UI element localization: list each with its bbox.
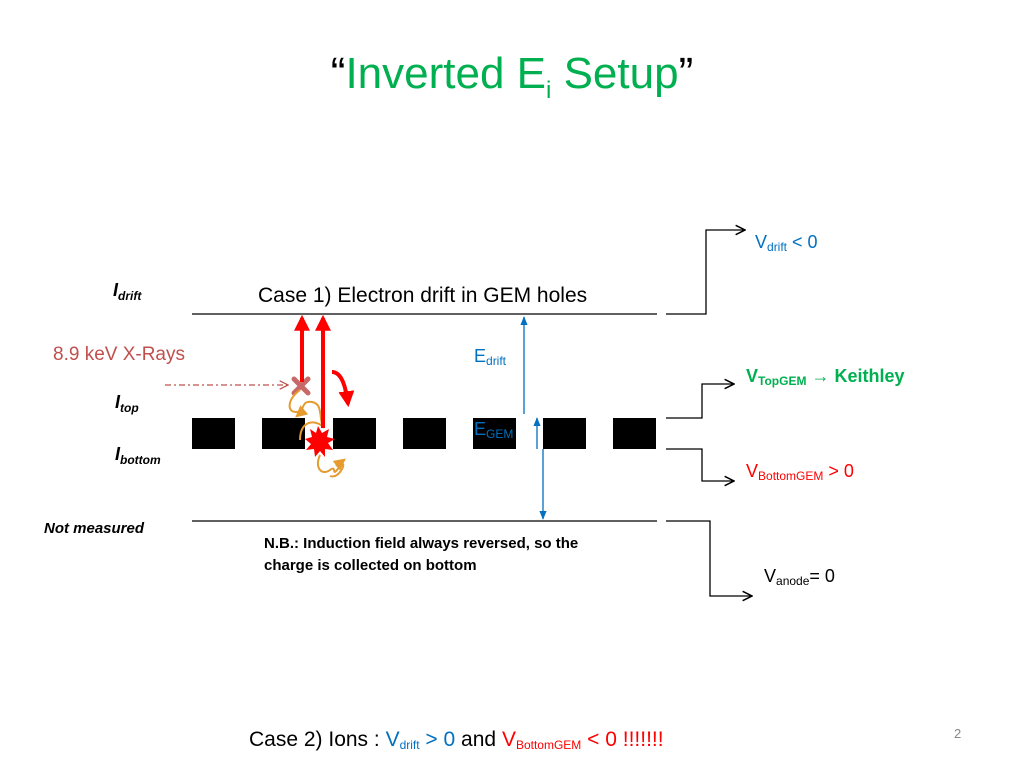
secondary-track-end [332, 458, 346, 471]
photoelectron-track-upper [288, 389, 325, 441]
v-bottomgem-label: VBottomGEM > 0 [746, 461, 854, 483]
avalanche-burst-icon [305, 426, 335, 457]
v-anode-label: Vanode= 0 [764, 566, 835, 588]
title-close-quote: ” [678, 49, 694, 98]
nb-line-1: N.B.: Induction field always reversed, s… [264, 535, 579, 552]
e-gem-label: EGEM [474, 419, 514, 441]
not-measured-label: Not measured [44, 520, 145, 537]
title-subscript: i [546, 77, 552, 104]
i-top-label: Itop [115, 392, 139, 415]
case1-label: Case 1) Electron drift in GEM holes [258, 284, 588, 307]
v-bottomgem-connector [666, 448, 734, 481]
v-drift-label: Vdrift < 0 [755, 232, 818, 254]
case2-v-bottomgem: VBottomGEM < 0 !!!!!!! [501, 728, 664, 752]
v-drift-connector [666, 230, 745, 315]
xray-label: 8.9 keV X-Rays [53, 344, 185, 365]
i-bottom-label: Ibottom [115, 444, 161, 467]
photoelectron-track-end [295, 405, 309, 418]
title-rest: Setup [551, 49, 679, 98]
title-main: Inverted E [345, 49, 546, 98]
case2-prefix: Case 2) Ions : [249, 728, 386, 751]
v-topgem-label: VTopGEM → Keithley [746, 366, 905, 388]
nb-note: N.B.: Induction field always reversed, s… [264, 533, 578, 577]
case2-footer: Case 2) Ions : Vdrift > 0 and VBottomGEM… [249, 728, 664, 752]
case2-v-drift: Vdrift > 0 [385, 728, 456, 752]
nb-line-2: charge is collected on bottom [264, 557, 477, 574]
v-anode-connector [666, 520, 752, 596]
gem-foil [192, 418, 656, 449]
electron-arrow-curved [331, 370, 355, 408]
case2-and: and [455, 728, 502, 751]
i-drift-label: Idrift [113, 280, 142, 303]
v-topgem-connector [666, 384, 734, 419]
page-number: 2 [954, 726, 962, 741]
conversion-point-icon [291, 376, 311, 396]
secondary-track [316, 454, 345, 478]
title-open-quote: “ [330, 49, 346, 98]
slide-title: “Inverted Ei Setup” [0, 52, 1024, 103]
e-drift-label: Edrift [474, 346, 507, 368]
